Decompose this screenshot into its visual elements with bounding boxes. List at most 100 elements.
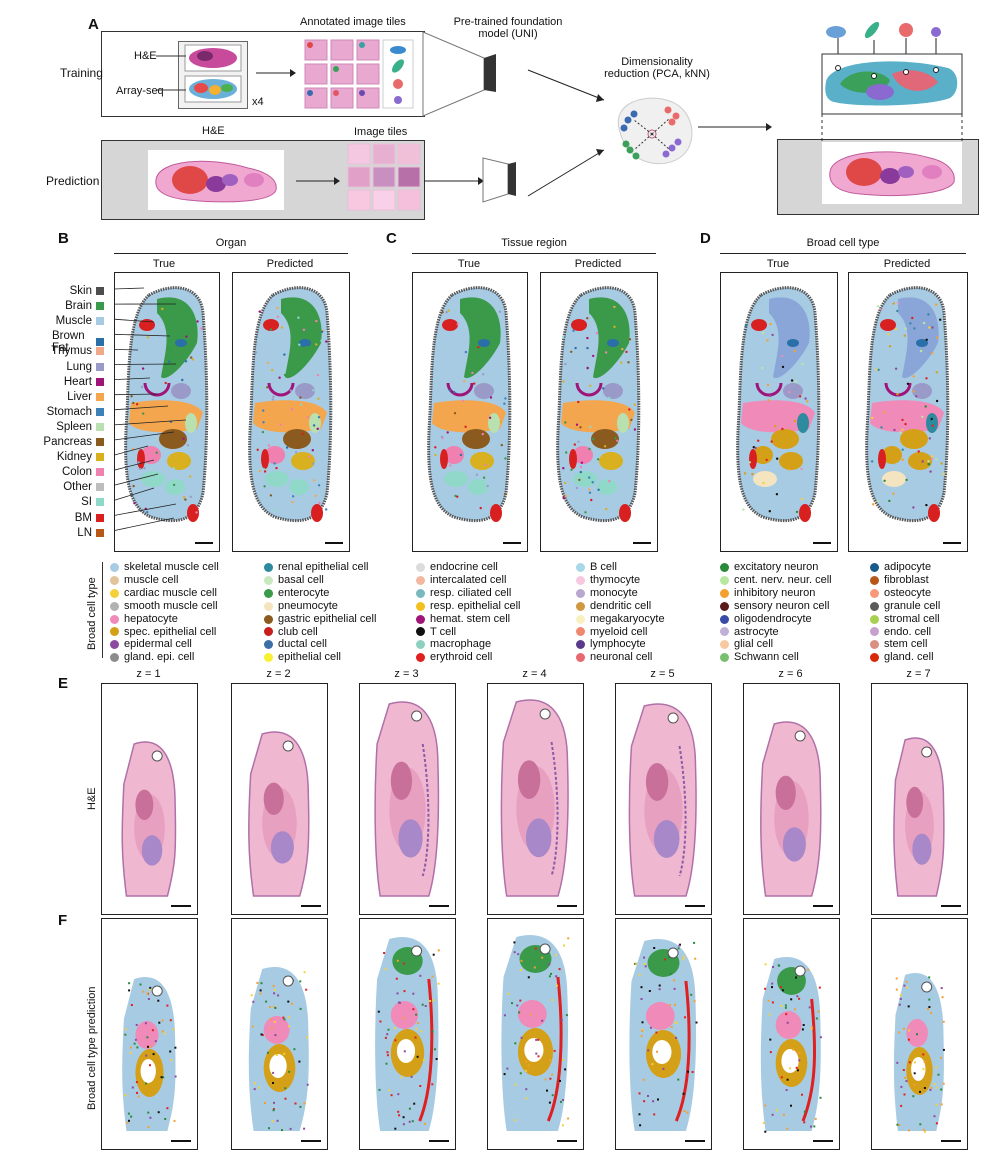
celltype-legend-dot — [720, 627, 729, 637]
celltype-legend-dot — [110, 575, 119, 585]
organ-legend-item: BM — [52, 512, 104, 524]
panel-b-true-box — [114, 272, 220, 552]
celltype-legend-item: excitatory neuron — [720, 561, 832, 574]
celltype-legend-item: T cell — [416, 626, 521, 639]
celltype-legend-dot — [576, 588, 585, 598]
organ-legend-label: Brown Fat — [52, 330, 85, 355]
organ-legend-swatch — [96, 347, 104, 356]
prediction-section-image — [375, 937, 449, 1142]
tissue-true-map — [427, 286, 521, 544]
celltype-legend-rule — [102, 562, 103, 658]
panel-b-pred-label: Predicted — [266, 258, 314, 270]
arrow-to-result — [698, 123, 772, 131]
organ-legend-label: SI — [81, 496, 92, 509]
celltype-legend-item: fibroblast — [870, 574, 940, 587]
celltype-legend-dot — [576, 640, 585, 650]
panel-b-true-label: True — [152, 258, 176, 270]
he-section-image — [760, 721, 833, 907]
celltype-legend-dot — [110, 640, 119, 650]
celltype-legend-dot — [576, 601, 585, 611]
arrayseq-label: Array-seq — [116, 85, 164, 97]
celltype-legend-dot — [264, 640, 273, 650]
panel-c-pred-box — [540, 272, 658, 552]
z-label: z = 1 — [136, 668, 161, 680]
celltype-legend-label: excitatory neuron — [734, 561, 819, 573]
organ-legend-swatch — [96, 422, 104, 431]
celltype-legend-label: pneumocyte — [278, 599, 338, 612]
organ-legend-swatch — [96, 377, 104, 386]
celltype-legend-dot — [720, 562, 729, 572]
celltype-legend-item: renal epithelial cell — [264, 561, 376, 574]
organ-legend-item: Other — [52, 481, 104, 493]
celltype-legend-item: myeloid cell — [576, 626, 665, 639]
organ-legend-swatch — [96, 468, 104, 477]
organ-legend-label: Lung — [66, 360, 92, 373]
celltype-legend-label: intercalated cell — [430, 573, 507, 586]
celltype-legend-label: cent. nerv. neur. cell — [734, 573, 832, 586]
celltype-legend-item: erythroid cell — [416, 651, 521, 664]
celltype-legend-label: macrophage — [430, 638, 492, 651]
celltype-legend-label: cardiac muscle cell — [124, 586, 217, 599]
celltype-legend-item: stromal cell — [870, 613, 940, 626]
celltype-legend-label: B cell — [590, 561, 617, 573]
organ-legend-label: Other — [63, 481, 92, 494]
prediction-section-image — [122, 977, 191, 1142]
celltype-legend-label: endocrine cell — [430, 561, 498, 573]
celltype-legend-item: epithelial cell — [264, 651, 376, 664]
organ-legend-label: Pancreas — [43, 436, 92, 448]
organ-legend-item: Pancreas — [43, 436, 104, 448]
celltype-legend-dot — [110, 562, 119, 572]
celltype-legend-label: Schwann cell — [734, 651, 799, 664]
he-section-box — [359, 683, 456, 915]
organ-legend-label: Kidney — [56, 451, 92, 464]
celltype-legend-label: erythroid cell — [430, 651, 493, 664]
organ-legend-item: Kidney — [52, 451, 104, 463]
celltype-legend-dot — [264, 627, 273, 637]
tissue-pred-map — [556, 286, 651, 544]
celltype-legend-item: intercalated cell — [416, 574, 521, 587]
organ-legend-item: Thymus — [51, 345, 104, 357]
celltype-legend-dot — [576, 614, 585, 624]
celltype-legend-item: sensory neuron cell — [720, 600, 832, 613]
celltype-legend-item: monocyte — [576, 587, 665, 600]
organ-legend-swatch — [96, 287, 104, 295]
celltype-legend-title: Broad cell type — [86, 577, 98, 650]
celltype-legend-label: astrocyte — [734, 625, 779, 638]
organ-legend-label: BM — [74, 511, 92, 524]
celltype-legend-item: pneumocyte — [264, 600, 376, 613]
slide-stack — [178, 41, 248, 109]
he-section-image — [248, 731, 321, 907]
cell-pred-map — [865, 286, 961, 544]
model-block-top — [422, 31, 496, 117]
celltype-legend-item: gland. cell — [870, 651, 940, 664]
he-section-box — [487, 683, 584, 915]
celltype-legend-dot — [110, 601, 119, 611]
celltype-legend-label: neuronal cell — [590, 651, 653, 664]
he-section-box — [743, 683, 840, 915]
slide-thumbnails — [184, 44, 242, 103]
celltype-legend-item: resp. epithelial cell — [416, 600, 521, 613]
celltype-legend-item: thymocyte — [576, 574, 665, 587]
celltype-legend-item: granule cell — [870, 600, 940, 613]
celltype-legend-item: astrocyte — [720, 626, 832, 639]
celltype-legend-label: granule cell — [884, 599, 941, 612]
celltype-legend-dot — [416, 653, 425, 663]
celltype-legend-item: osteocyte — [870, 587, 940, 600]
he-section-box — [101, 683, 198, 915]
celltype-legend-label: monocyte — [590, 586, 638, 599]
organ-legend-label: Stomach — [46, 405, 92, 418]
organ-legend-item: LN — [52, 527, 104, 539]
celltype-legend-dot — [110, 653, 119, 663]
prediction-section-box — [101, 918, 198, 1150]
celltype-legend-item: neuronal cell — [576, 651, 665, 664]
organ-true-map — [124, 286, 213, 544]
z-label: z = 3 — [394, 668, 419, 680]
training-label: Training — [60, 66, 103, 80]
panel-label-f: F — [58, 912, 68, 929]
organ-legend-swatch — [96, 483, 104, 492]
panel-d-title-rule — [720, 253, 966, 254]
dimred-label-line-2: reduction (PCA, kNN) — [604, 68, 710, 80]
he-prediction-thumbnail — [148, 150, 284, 210]
celltype-legend-label: hepatocyte — [124, 612, 178, 625]
